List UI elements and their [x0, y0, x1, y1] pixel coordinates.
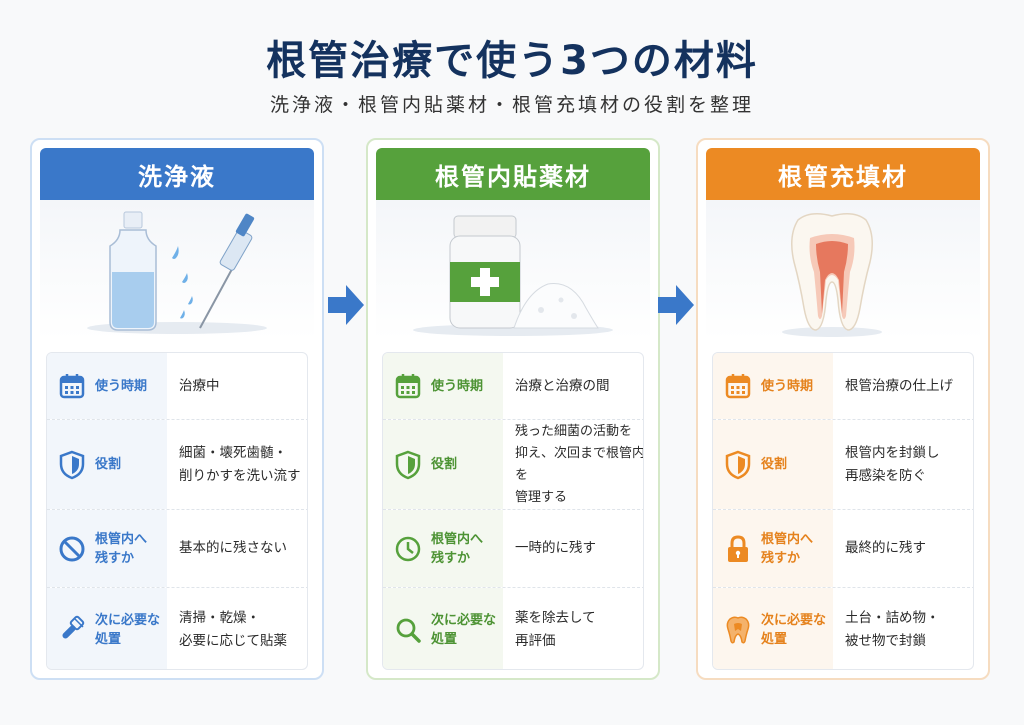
info-table: 使う時期 治療中 役割 細菌・壊死歯髄・ 削りかすを洗い流す 根管内へ 残すか … — [46, 352, 308, 670]
row-label: 役割 — [431, 457, 458, 472]
row-label: 次に必要な 処置 — [95, 612, 161, 647]
shield-icon — [55, 448, 89, 482]
page-title: 根管治療で使う3つの材料 — [266, 38, 758, 84]
row-label: 使う時期 — [431, 378, 484, 394]
row-label: 次に必要な 処置 — [431, 612, 497, 647]
row-role: 役割 残った細菌の活動を 抑え、次回まで根管内を 管理する — [383, 419, 644, 509]
row-value: 残った細菌の活動を 抑え、次回まで根管内を 管理する — [515, 423, 644, 505]
card-title: 根管内貼薬材 — [376, 148, 650, 200]
row-value: 清掃・乾燥・ 必要に応じて貼薬 — [179, 609, 287, 649]
tooth-icon — [721, 613, 755, 647]
row-value: 薬を除去して 再評価 — [515, 609, 596, 649]
row-role: 役割 根管内を封鎖し 再感染を防ぐ — [713, 419, 973, 509]
info-table: 使う時期 根管治療の仕上げ 役割 根管内を封鎖し 再感染を防ぐ 根管内へ 残すか… — [712, 352, 974, 670]
row-label: 根管内へ 残すか — [761, 531, 814, 566]
medicine-jar-illustration — [376, 200, 650, 340]
shield-icon — [391, 448, 425, 482]
card-title: 根管充填材 — [706, 148, 980, 200]
prohibited-icon — [55, 532, 89, 566]
row-label: 根管内へ 残すか — [431, 531, 484, 566]
row-timing: 使う時期 根管治療の仕上げ — [713, 353, 973, 419]
row-label: 役割 — [761, 457, 788, 472]
calendar-icon — [391, 369, 425, 403]
row-remain: 根管内へ 残すか 最終的に残す — [713, 509, 973, 587]
magnifier-icon — [391, 613, 425, 647]
page-subtitle: 洗浄液・根管内貼薬材・根管充填材の役割を整理 — [269, 94, 754, 116]
arrow-right-icon — [658, 285, 694, 325]
card-irrigant: 洗浄液 使う時期 治療中 役割 細菌・壊死歯髄・ 削りかすを洗い流 — [30, 138, 324, 680]
info-table: 使う時期 治療と治療の間 役割 残った細菌の活動を 抑え、次回まで根管内を 管理… — [382, 352, 644, 670]
row-value: 治療中 — [179, 377, 220, 394]
row-label: 役割 — [95, 457, 122, 472]
row-label: 次に必要な 処置 — [761, 612, 827, 647]
row-label: 使う時期 — [761, 378, 814, 394]
row-value: 治療と治療の間 — [515, 377, 610, 394]
shield-icon — [721, 448, 755, 482]
row-role: 役割 細菌・壊死歯髄・ 削りかすを洗い流す — [47, 419, 307, 509]
row-next: 次に必要な 処置 土台・詰め物・ 被せ物で封鎖 — [713, 587, 973, 669]
row-timing: 使う時期 治療中 — [47, 353, 307, 419]
row-value: 土台・詰め物・ 被せ物で封鎖 — [845, 609, 940, 649]
brush-icon — [55, 613, 89, 647]
lock-icon — [721, 532, 755, 566]
card-root-canal-filling: 根管充填材 使う時期 根管治療の仕上げ 役割 根管内を封鎖し 再感染を防ぐ 根管… — [696, 138, 990, 680]
row-value: 根管治療の仕上げ — [845, 377, 953, 394]
row-value: 一時的に残す — [515, 540, 596, 556]
card-intracanal-medicament: 根管内貼薬材 使う時期 治療と治療の間 役割 残った細菌の活動を 抑え、次回まで… — [366, 138, 660, 680]
tooth-illustration — [706, 200, 980, 340]
row-timing: 使う時期 治療と治療の間 — [383, 353, 643, 419]
row-value: 基本的に残さない — [179, 540, 287, 556]
calendar-icon — [721, 369, 755, 403]
row-remain: 根管内へ 残すか 一時的に残す — [383, 509, 643, 587]
row-next: 次に必要な 処置 薬を除去して 再評価 — [383, 587, 643, 669]
row-value: 最終的に残す — [845, 540, 926, 556]
clock-icon — [391, 532, 425, 566]
row-label: 使う時期 — [95, 378, 148, 394]
arrow-right-icon — [328, 285, 364, 325]
row-next: 次に必要な 処置 清掃・乾燥・ 必要に応じて貼薬 — [47, 587, 307, 669]
card-title: 洗浄液 — [40, 148, 314, 200]
row-value: 細菌・壊死歯髄・ 削りかすを洗い流す — [179, 444, 301, 484]
row-value: 根管内を封鎖し 再感染を防ぐ — [845, 444, 940, 484]
row-remain: 根管内へ 残すか 基本的に残さない — [47, 509, 307, 587]
row-label: 根管内へ 残すか — [95, 531, 148, 566]
bottle-syringe-illustration — [40, 200, 314, 340]
calendar-icon — [55, 369, 89, 403]
